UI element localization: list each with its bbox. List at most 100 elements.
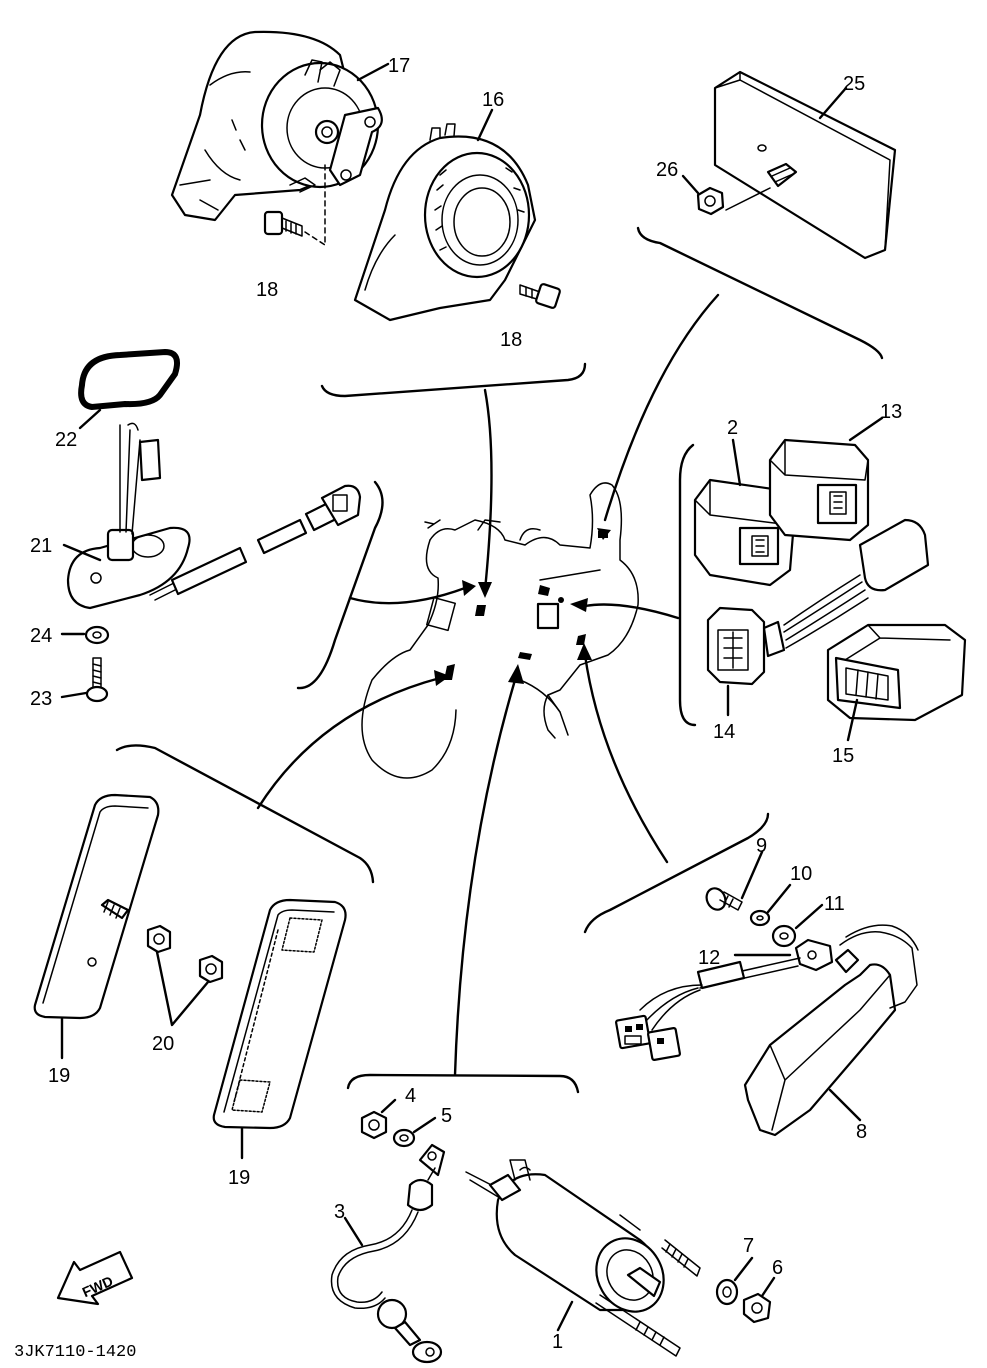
leader-21 — [62, 543, 102, 562]
motorcycle-silhouette — [361, 482, 639, 779]
callout-13: 13 — [880, 401, 902, 423]
fwd-arrow-icon: FWD — [56, 1250, 134, 1306]
leader-5 — [412, 1116, 437, 1134]
leader-3 — [343, 1216, 364, 1247]
leader-22 — [78, 408, 102, 430]
arrow-relay-head — [570, 598, 588, 612]
reflector-19-right — [212, 898, 347, 1130]
drawing-code: 3JK7110-1420 — [14, 1343, 136, 1362]
gasket-22 — [78, 348, 180, 411]
callout-20: 20 — [152, 1033, 174, 1055]
arrow-starter-line — [453, 678, 517, 1077]
relay-bracket-line — [678, 443, 697, 727]
connector-14 — [706, 518, 930, 686]
callout-3: 3 — [334, 1201, 345, 1223]
callout-18-left: 18 — [256, 279, 278, 301]
callout-1: 1 — [552, 1331, 563, 1353]
bolt-26 — [696, 162, 798, 216]
callout-6: 6 — [772, 1257, 783, 1279]
arrow-relay-line — [583, 603, 680, 620]
bolt-9 — [705, 887, 743, 911]
nuts-20 — [146, 924, 224, 984]
arrow-starter-head — [508, 664, 524, 684]
arrow-sender-line — [348, 586, 467, 605]
screw-23 — [85, 657, 109, 703]
washer-5 — [392, 1128, 416, 1148]
leader-4 — [380, 1098, 397, 1114]
collar-11 — [771, 924, 797, 948]
horn-bracket-line — [320, 362, 587, 398]
washer-7 — [715, 1278, 739, 1306]
callout-15: 15 — [832, 745, 854, 767]
leader-9 — [740, 850, 764, 900]
bolt-18-right — [519, 283, 561, 309]
callout-16: 16 — [482, 89, 504, 111]
light-bracket-line — [636, 226, 884, 360]
starter-bracket-line — [346, 1073, 580, 1094]
leader-8 — [828, 1088, 862, 1122]
arrow-reflector-line — [256, 676, 442, 810]
arrow-horn-line — [483, 388, 493, 592]
leader-23 — [60, 691, 88, 699]
callout-26: 26 — [656, 159, 678, 181]
leader-25 — [818, 86, 848, 120]
callout-9: 9 — [756, 835, 767, 857]
horn-16 — [353, 123, 537, 322]
callout-18-right: 18 — [500, 329, 522, 351]
leader-15 — [846, 698, 859, 742]
callout-24: 24 — [30, 625, 52, 647]
arrow-rectifier-head — [577, 643, 592, 660]
arrow-rectifier-line — [583, 653, 669, 864]
leader-1 — [556, 1300, 574, 1332]
nut-4 — [360, 1110, 388, 1140]
washer-10 — [749, 909, 771, 927]
callout-10: 10 — [790, 863, 812, 885]
washer-24 — [84, 625, 110, 645]
leader-26 — [681, 174, 700, 195]
leader-20 — [155, 950, 210, 1027]
sender-21 — [66, 422, 362, 610]
arrow-reflector-head — [434, 670, 450, 686]
nut-6 — [742, 1292, 772, 1324]
arrow-horn-head — [478, 582, 492, 598]
starter-relay-1 — [465, 1159, 701, 1357]
leader-7 — [733, 1256, 754, 1282]
callout-17: 17 — [388, 55, 410, 77]
leader-13 — [848, 416, 884, 442]
rectifier-8 — [615, 924, 919, 1137]
leader-10 — [766, 883, 792, 914]
lead-wire-3 — [330, 1143, 446, 1364]
light-25 — [713, 70, 897, 260]
callout-22: 22 — [55, 429, 77, 451]
leader-6 — [760, 1276, 776, 1298]
leader-2 — [731, 438, 742, 487]
relay-13 — [768, 438, 870, 542]
callout-5: 5 — [441, 1105, 452, 1127]
horn-17 — [170, 30, 383, 222]
sender-bracket-line — [296, 480, 384, 690]
callout-19-left: 19 — [48, 1065, 70, 1087]
callout-7: 7 — [743, 1235, 754, 1257]
callout-4: 4 — [405, 1085, 416, 1107]
callout-14: 14 — [713, 721, 735, 743]
arrow-sender-head — [462, 580, 476, 596]
arrow-light-line — [603, 293, 720, 522]
leader-11 — [794, 903, 824, 930]
callout-12: 12 — [698, 947, 720, 969]
callout-23: 23 — [30, 688, 52, 710]
rectifier-bracket-line — [583, 812, 770, 934]
callout-21: 21 — [30, 535, 52, 557]
callout-11: 11 — [824, 893, 845, 915]
reflector-bracket-line — [115, 744, 375, 884]
callout-8: 8 — [856, 1121, 867, 1143]
unit-15 — [826, 623, 967, 722]
assembly-dashed-line — [304, 164, 326, 246]
bolt-18-left — [263, 210, 303, 237]
leader-16 — [476, 108, 494, 142]
reflector-19-left — [33, 793, 160, 1020]
callout-25: 25 — [843, 73, 865, 95]
callout-2: 2 — [727, 417, 738, 439]
leader-17 — [356, 62, 390, 82]
callout-19-right: 19 — [228, 1167, 250, 1189]
